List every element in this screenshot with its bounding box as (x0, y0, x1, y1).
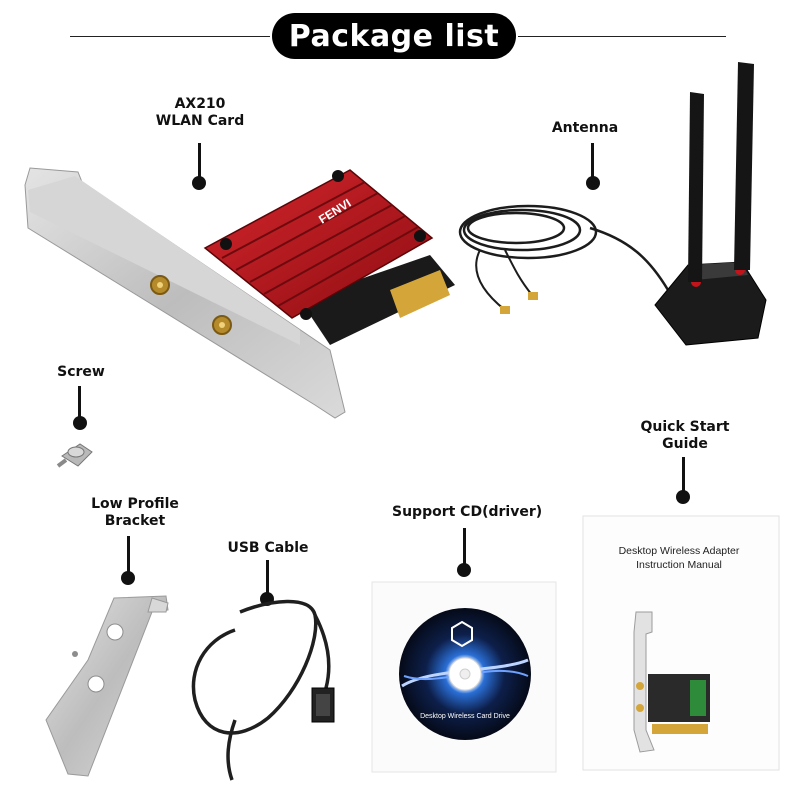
wlan-card-picture: FENVI (24, 167, 455, 419)
guide-pointer-dot (676, 490, 690, 504)
antenna-pointer-dot (586, 176, 600, 190)
screw-pointer-line (78, 386, 81, 420)
cd-pointer-dot (457, 563, 471, 577)
wlan-card-pointer-dot (192, 176, 206, 190)
title-rule-right (518, 36, 726, 37)
wlan-card-pointer-line (198, 143, 201, 179)
manual-title-line-1: Desktop Wireless Adapter (619, 545, 740, 557)
usb-cable-label: USB Cable (227, 540, 309, 556)
cd-pointer-line (463, 528, 466, 566)
screw-picture (56, 443, 93, 468)
support-cd-label: Support CD(driver) (392, 504, 543, 520)
page-title: Package list (272, 13, 516, 59)
support-cd-picture: Desktop Wireless Card Drive (371, 581, 557, 773)
quick-start-guide-picture: Desktop Wireless Adapter Instruction Man… (582, 515, 780, 771)
title-rule-left (70, 36, 270, 37)
antenna-pointer-line (591, 143, 594, 179)
screw-pointer-dot (73, 416, 87, 430)
antenna-label: Antenna (551, 120, 619, 136)
guide-pointer-line (682, 457, 685, 493)
manual-title-line-2: Instruction Manual (636, 559, 722, 571)
screw-label: Screw (57, 364, 105, 380)
bracket-pointer-dot (121, 571, 135, 585)
cd-disc-text: Desktop Wireless Card Drive (420, 713, 510, 720)
antenna-picture (458, 62, 767, 346)
bracket-pointer-line (127, 536, 130, 574)
usb-pointer-line (266, 560, 269, 596)
low-profile-bracket-picture (45, 595, 169, 777)
usb-cable-picture (191, 599, 335, 781)
